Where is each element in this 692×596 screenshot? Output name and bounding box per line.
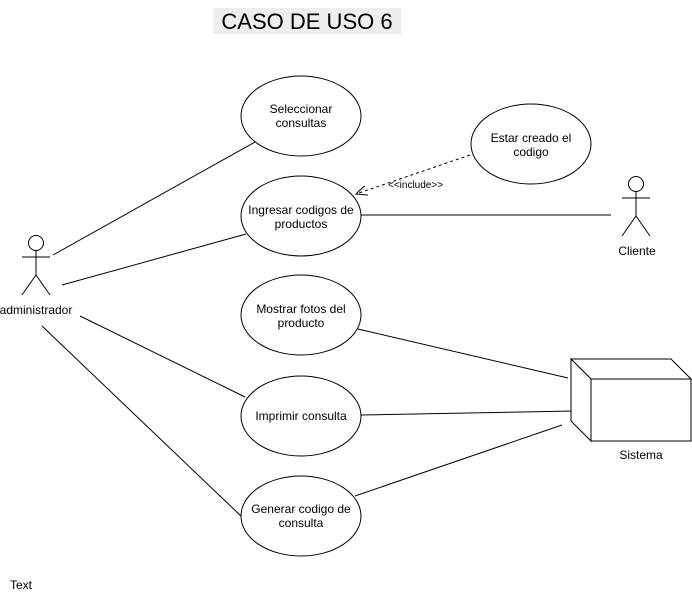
use-case-label-line-1: Ingresar codigos de [248, 203, 354, 217]
assoc-imprimir-sistema [360, 410, 575, 416]
include-label: <<include>> [388, 180, 443, 191]
use-case-label-line-1: Estar creado el [491, 131, 572, 145]
use-case-label-line-2: producto [278, 316, 325, 330]
assoc-admin-ingresar [61, 233, 247, 286]
use-case-label-line-2: consultas [276, 116, 327, 130]
assoc-admin-generar [41, 325, 243, 518]
use-case-label-line-1: Generar codigo de [251, 502, 351, 516]
use-case-mostrar-fotos[interactable]: Mostrar fotos del producto [240, 274, 362, 356]
use-case-label-line-1: Imprimir consulta [255, 409, 347, 423]
include-dependency [356, 154, 471, 194]
actor-label: administrador [0, 303, 72, 317]
actor-administrador[interactable]: administrador [0, 235, 72, 318]
use-case-ingresar-codigos[interactable]: Ingresar codigos de productos [240, 175, 362, 257]
actor-label: Cliente [618, 244, 656, 258]
assoc-admin-imprimir [79, 315, 246, 398]
use-case-seleccionar-consultas[interactable]: Seleccionar consultas [240, 75, 362, 157]
footer-text: Text [10, 578, 33, 592]
actor-cliente[interactable]: Cliente [618, 176, 656, 259]
use-case-label-line-2: consulta [279, 516, 324, 530]
use-case-label-line-2: productos [275, 217, 328, 231]
use-case-label-line-2: codigo [513, 145, 549, 159]
assoc-generar-sistema [354, 424, 563, 497]
use-case-estar-creado-el-codigo[interactable]: Estar creado el codigo [470, 103, 592, 185]
use-case-generar-codigo[interactable]: Generar codigo de consulta [240, 475, 362, 557]
use-case-imprimir-consulta[interactable]: Imprimir consulta [240, 375, 362, 457]
node-label: Sistema [619, 448, 663, 462]
use-case-label-line-1: Mostrar fotos del [256, 302, 345, 316]
node-sistema[interactable]: Sistema [569, 357, 692, 462]
diagram-title: CASO DE USO 6 [221, 9, 392, 34]
title-highlight [213, 8, 401, 34]
assoc-admin-seleccionar [52, 141, 256, 256]
assoc-mostrar-sistema [357, 328, 569, 379]
use-case-label-line-1: Seleccionar [270, 102, 333, 116]
